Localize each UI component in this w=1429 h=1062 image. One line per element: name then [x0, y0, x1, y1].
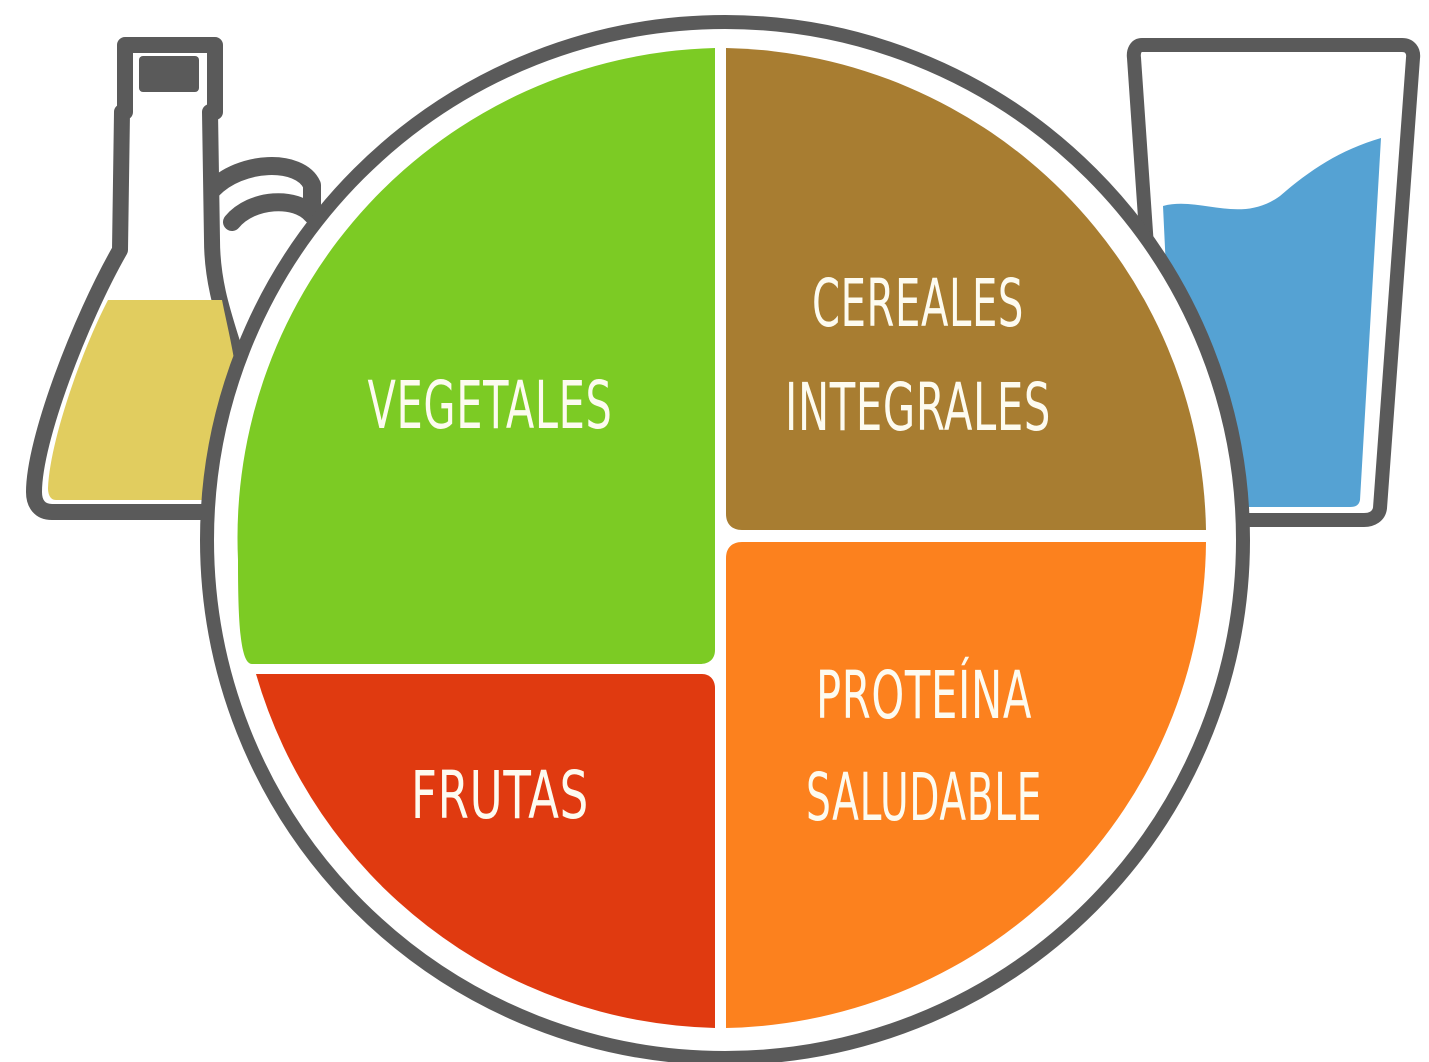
- label-vegetables: VEGETALES: [368, 367, 613, 444]
- plate: VEGETALES CEREALES INTEGRALES FRUTAS PRO…: [200, 15, 1250, 1062]
- section-whole-grains: [726, 48, 1206, 530]
- label-fruits: FRUTAS: [411, 757, 589, 834]
- label-protein-line2: SALUDABLE: [806, 759, 1042, 836]
- bottle-handle: [203, 157, 321, 231]
- section-fruits: [256, 674, 715, 1028]
- label-grains-line1: CEREALES: [812, 265, 1024, 342]
- section-vegetables: [237, 48, 715, 664]
- section-healthy-protein: [726, 542, 1206, 1028]
- oil-bottle-icon: [26, 37, 321, 520]
- bottle-oil-liquid: [48, 300, 238, 500]
- label-grains-line2: INTEGRALES: [785, 369, 1051, 446]
- bottle-cap: [139, 56, 199, 92]
- label-protein-line1: PROTEÍNA: [816, 656, 1032, 734]
